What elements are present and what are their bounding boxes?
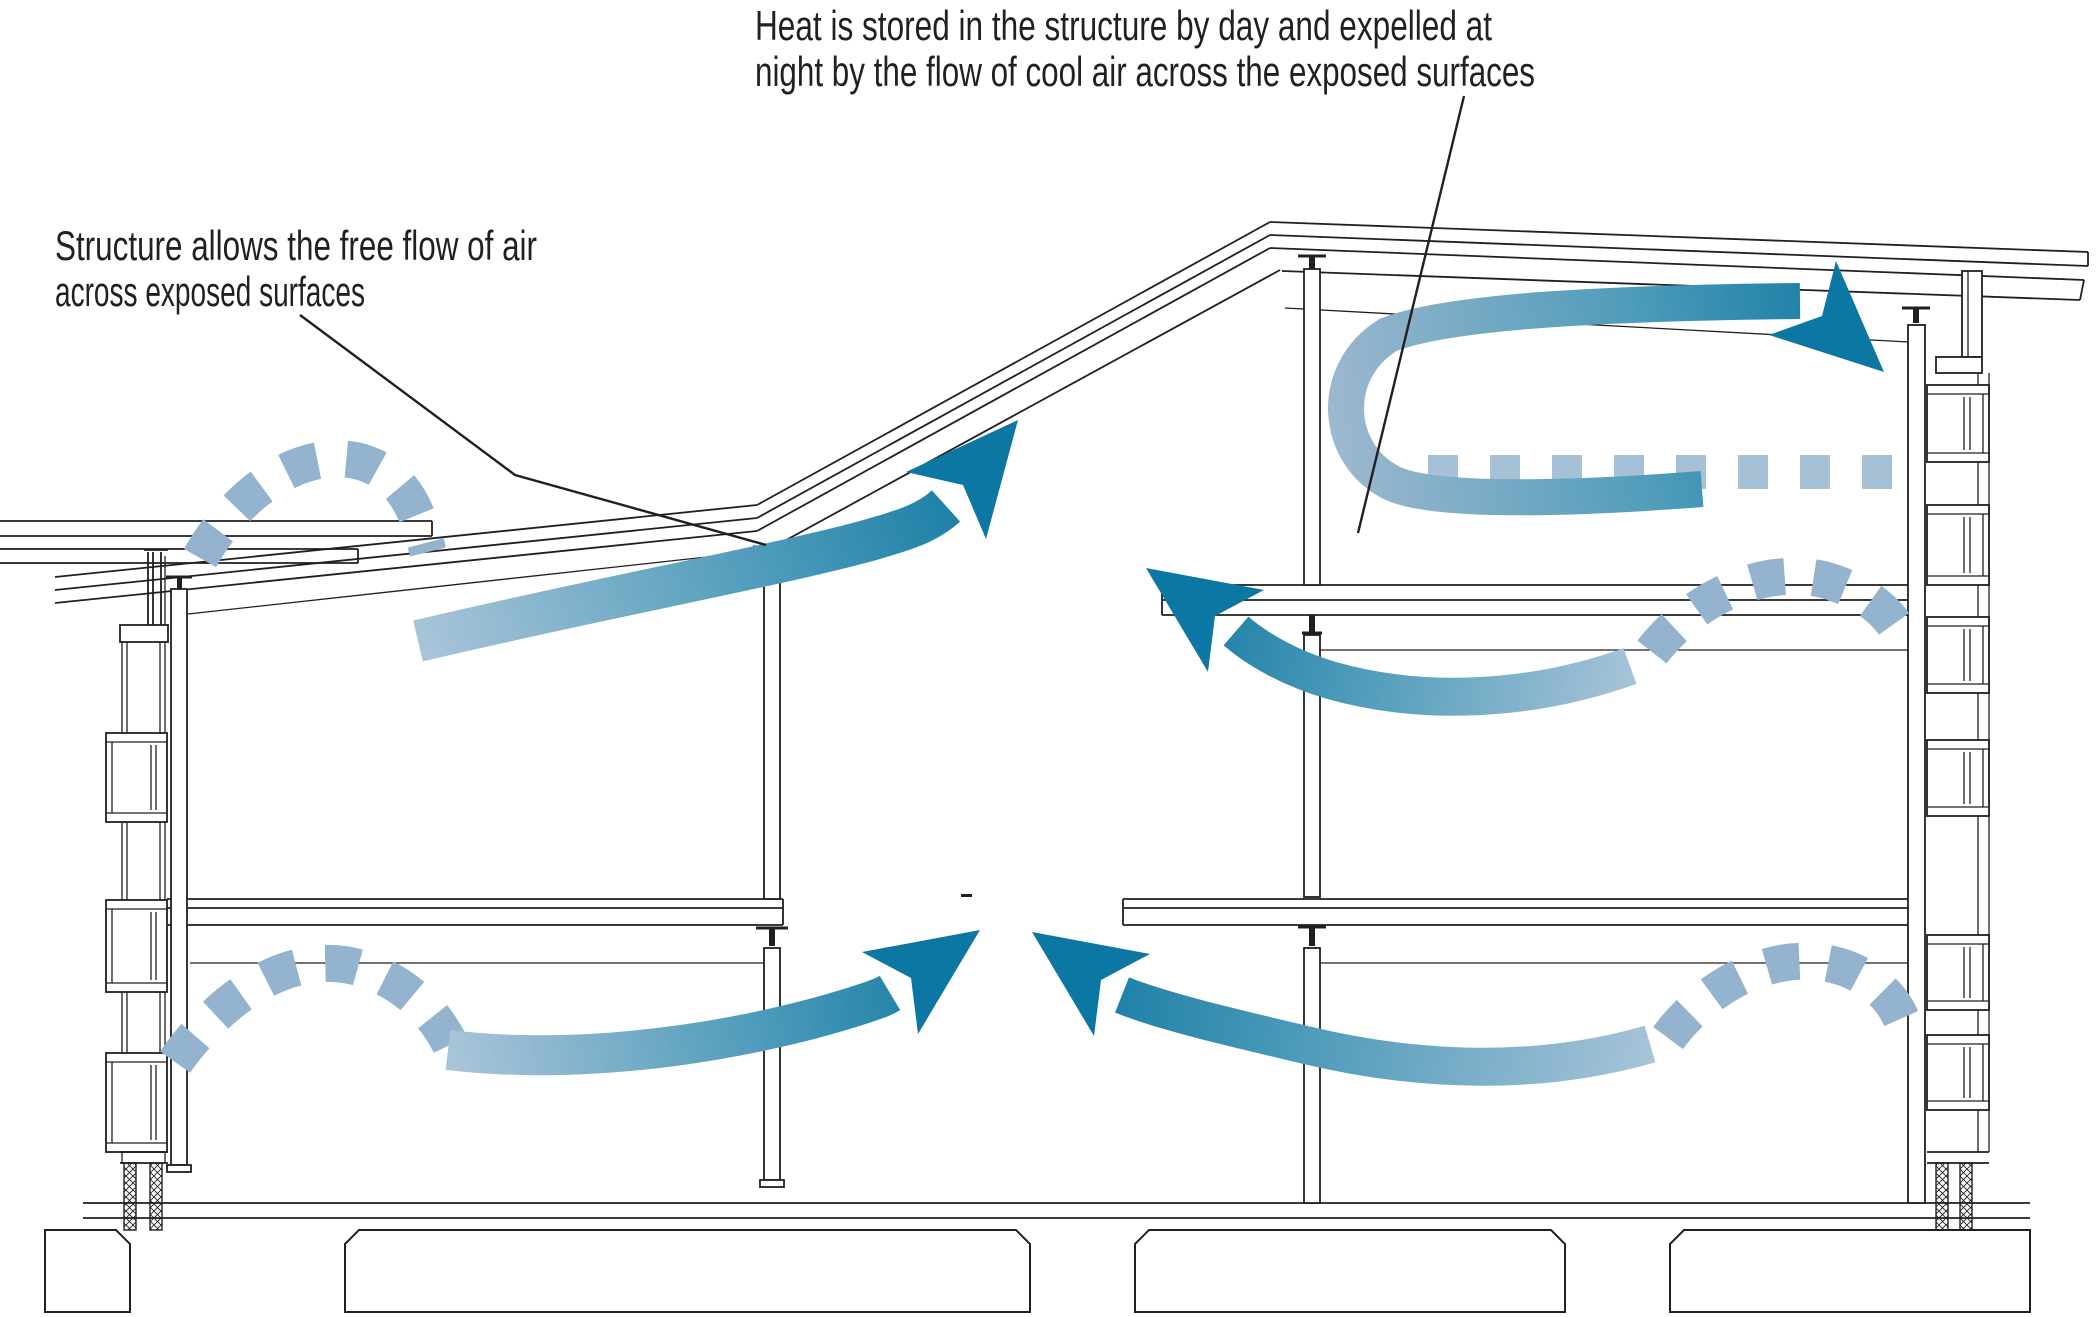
annotations: Heat is stored in the structure by day a… bbox=[55, 2, 1535, 315]
column bbox=[170, 588, 188, 1166]
louver-window bbox=[1926, 739, 1990, 817]
pad-footing bbox=[1669, 1229, 2031, 1313]
left-canopy-roof bbox=[0, 520, 433, 564]
pad-footing bbox=[344, 1229, 1031, 1313]
wall-base-post bbox=[123, 1162, 137, 1231]
column bbox=[1303, 268, 1321, 586]
ground-floor-left-intake-wave bbox=[159, 944, 469, 1073]
top-annotation-leader bbox=[1356, 95, 1466, 534]
high-room-loop-shaft bbox=[1328, 283, 1801, 516]
first-floor-left-rise-head bbox=[906, 420, 1018, 539]
column bbox=[1303, 947, 1321, 1204]
facade-column bbox=[1907, 324, 1926, 1204]
ground-floor-left-rise-shaft bbox=[445, 975, 901, 1076]
louver-window bbox=[105, 732, 168, 823]
leader-lines bbox=[299, 95, 1466, 547]
foundation bbox=[44, 1202, 2031, 1313]
clerestory-frame bbox=[1961, 270, 1983, 358]
ground-floor-left-rise-head bbox=[862, 930, 980, 1034]
ground-right-rise-head bbox=[1032, 932, 1150, 1036]
airflow-arrows bbox=[159, 261, 1924, 1086]
annotation-top-line2: night by the flow of cool air across the… bbox=[755, 48, 1535, 95]
first-floor-left-intake-wave bbox=[183, 440, 446, 568]
column bbox=[763, 558, 781, 900]
column bbox=[1303, 634, 1321, 898]
annotation-top-line1: Heat is stored in the structure by day a… bbox=[755, 2, 1492, 49]
high-room-loop-head bbox=[1769, 261, 1884, 372]
middle-right-rise-shaft bbox=[1223, 616, 1637, 716]
louver-window bbox=[1926, 934, 1990, 1011]
pad-footing bbox=[44, 1229, 131, 1313]
wall-base-post bbox=[1959, 1162, 1973, 1231]
transom-box bbox=[119, 624, 169, 643]
first-floor-left-rise-shaft bbox=[413, 489, 961, 662]
columns bbox=[166, 254, 1326, 1204]
louver-window bbox=[1926, 504, 1990, 586]
centre-mark bbox=[961, 894, 972, 897]
louver-window bbox=[105, 1052, 168, 1153]
wall-base-post bbox=[1935, 1162, 1949, 1231]
right-facade-wall bbox=[1902, 270, 1990, 1231]
left-annotation-leader bbox=[299, 314, 767, 547]
column bbox=[763, 947, 781, 1181]
middle-right-rise-head bbox=[1146, 568, 1264, 672]
transom-box bbox=[1935, 356, 1983, 374]
wall-base-post bbox=[149, 1162, 163, 1231]
left-sloped-roof bbox=[54, 504, 758, 615]
louver-window bbox=[1926, 1034, 1990, 1111]
annotation-left-line2: across exposed surfaces bbox=[55, 268, 365, 315]
louver-window bbox=[1926, 616, 1990, 694]
louver-window bbox=[105, 899, 168, 993]
middle-right-intake-wave bbox=[1637, 557, 1921, 664]
middle-sloped-roof bbox=[756, 221, 1281, 557]
annotation-left-line1: Structure allows the free flow of air bbox=[55, 222, 537, 269]
left-facade-wall bbox=[105, 549, 169, 1231]
ground-right-intake-wave bbox=[1653, 942, 1924, 1050]
pad-footing bbox=[1134, 1229, 1566, 1313]
ground-right-rise-shaft bbox=[1115, 977, 1656, 1086]
floor-slabs bbox=[167, 584, 1908, 964]
louver-window bbox=[1926, 384, 1990, 463]
